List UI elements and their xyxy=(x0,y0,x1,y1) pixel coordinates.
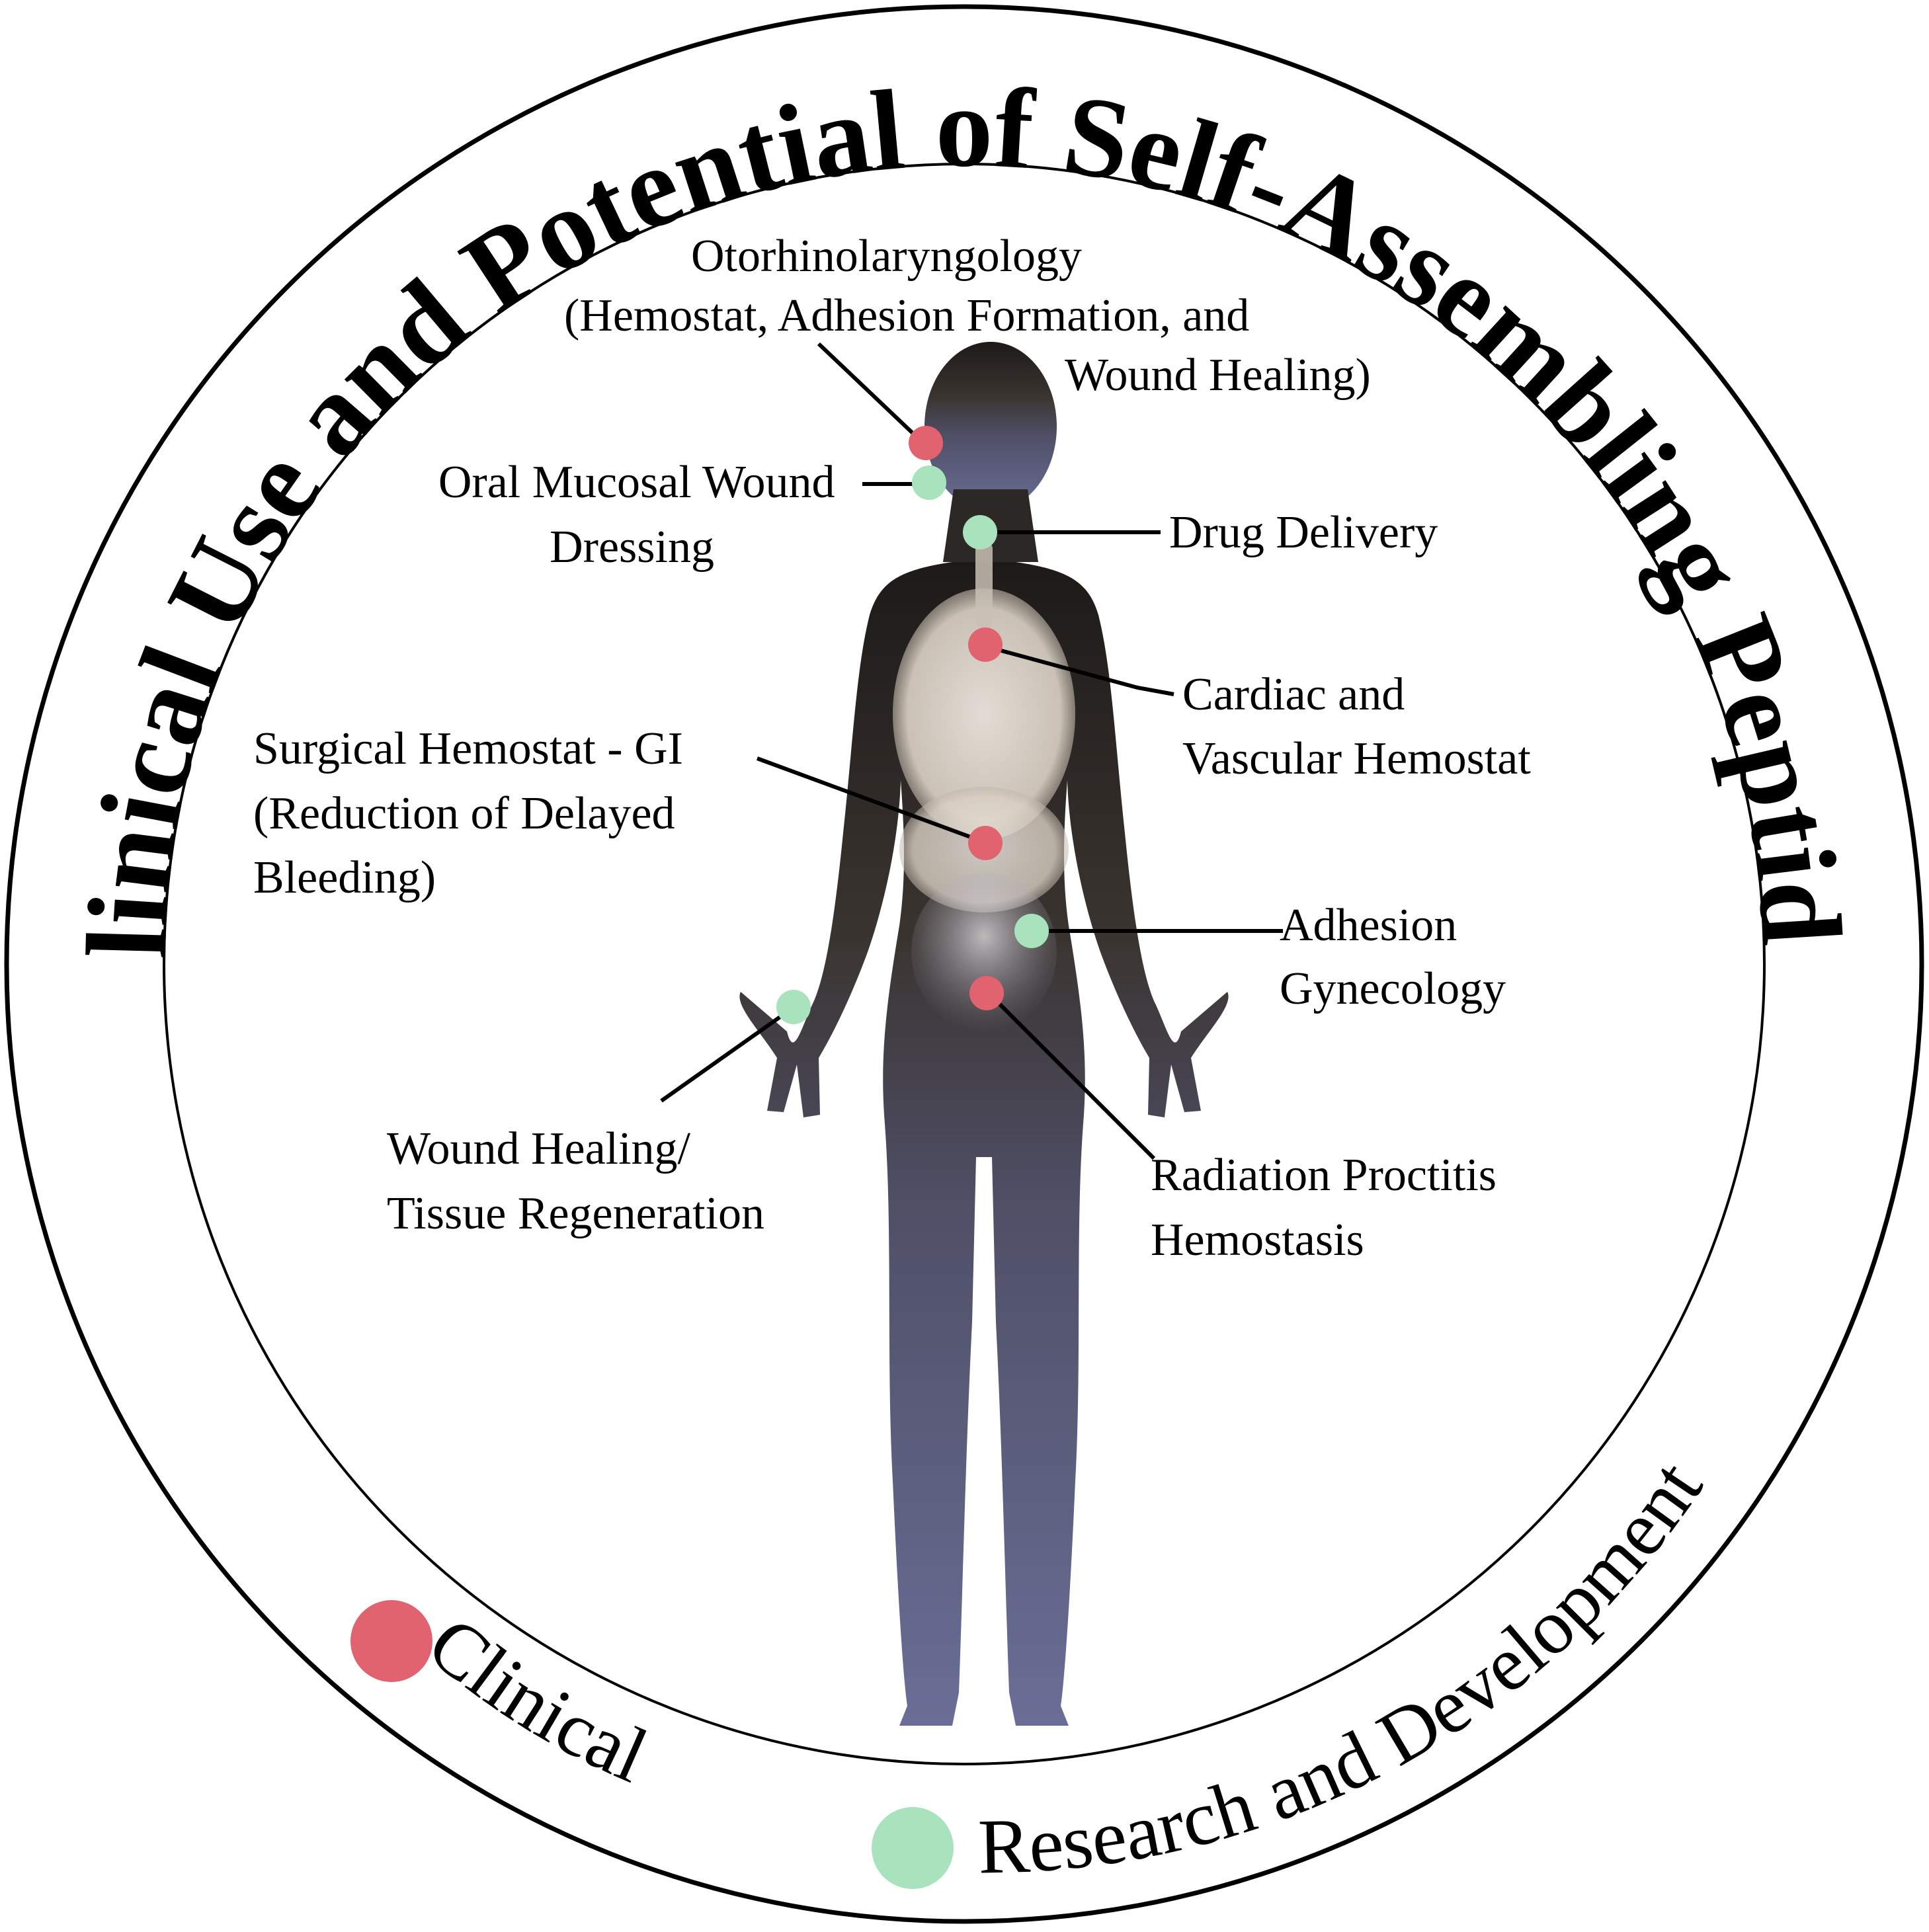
marker-otorhino xyxy=(909,426,943,460)
marker-adhesion xyxy=(1014,914,1049,948)
leader-surgical xyxy=(756,756,983,843)
marker-surgical xyxy=(968,826,1003,860)
label-oral: Oral Mucosal Wound Dressing xyxy=(438,457,846,573)
leader-otorhino xyxy=(817,342,926,446)
marker-radiation xyxy=(969,976,1004,1010)
label-wound: Wound Healing/ Tissue Regeneration xyxy=(387,1123,764,1239)
markers xyxy=(776,426,1049,1024)
inner-ring xyxy=(163,163,1766,1765)
marker-drug xyxy=(963,515,997,549)
legend-research-dot xyxy=(872,1807,954,1889)
leader-radiation xyxy=(989,993,1156,1160)
marker-wound xyxy=(776,990,811,1024)
label-cardiac: Cardiac and Vascular Hemostat xyxy=(1182,669,1531,784)
leader-wound xyxy=(660,1006,794,1103)
marker-oral xyxy=(912,465,946,500)
marker-cardiac xyxy=(968,627,1003,662)
label-radiation: Radiation Proctitis Hemostasis xyxy=(1151,1150,1508,1266)
outer-ring xyxy=(4,4,1924,1924)
label-surgical: Surgical Hemostat - GI (Reduction of Del… xyxy=(253,723,694,903)
label-drug: Drug Delivery xyxy=(1169,507,1438,558)
legend-clinical-dot xyxy=(350,1600,432,1682)
human-figure xyxy=(739,342,1229,1726)
label-otorhino: Otorhinolaryngology (Hemostat, Adhesion … xyxy=(564,231,1371,401)
leader-lines xyxy=(660,342,1283,1160)
legend-research-label: Research and Development xyxy=(977,1446,1719,1890)
leader-cardiac xyxy=(986,645,1174,696)
label-adhesion: Adhesion Gynecology xyxy=(1280,900,1506,1014)
